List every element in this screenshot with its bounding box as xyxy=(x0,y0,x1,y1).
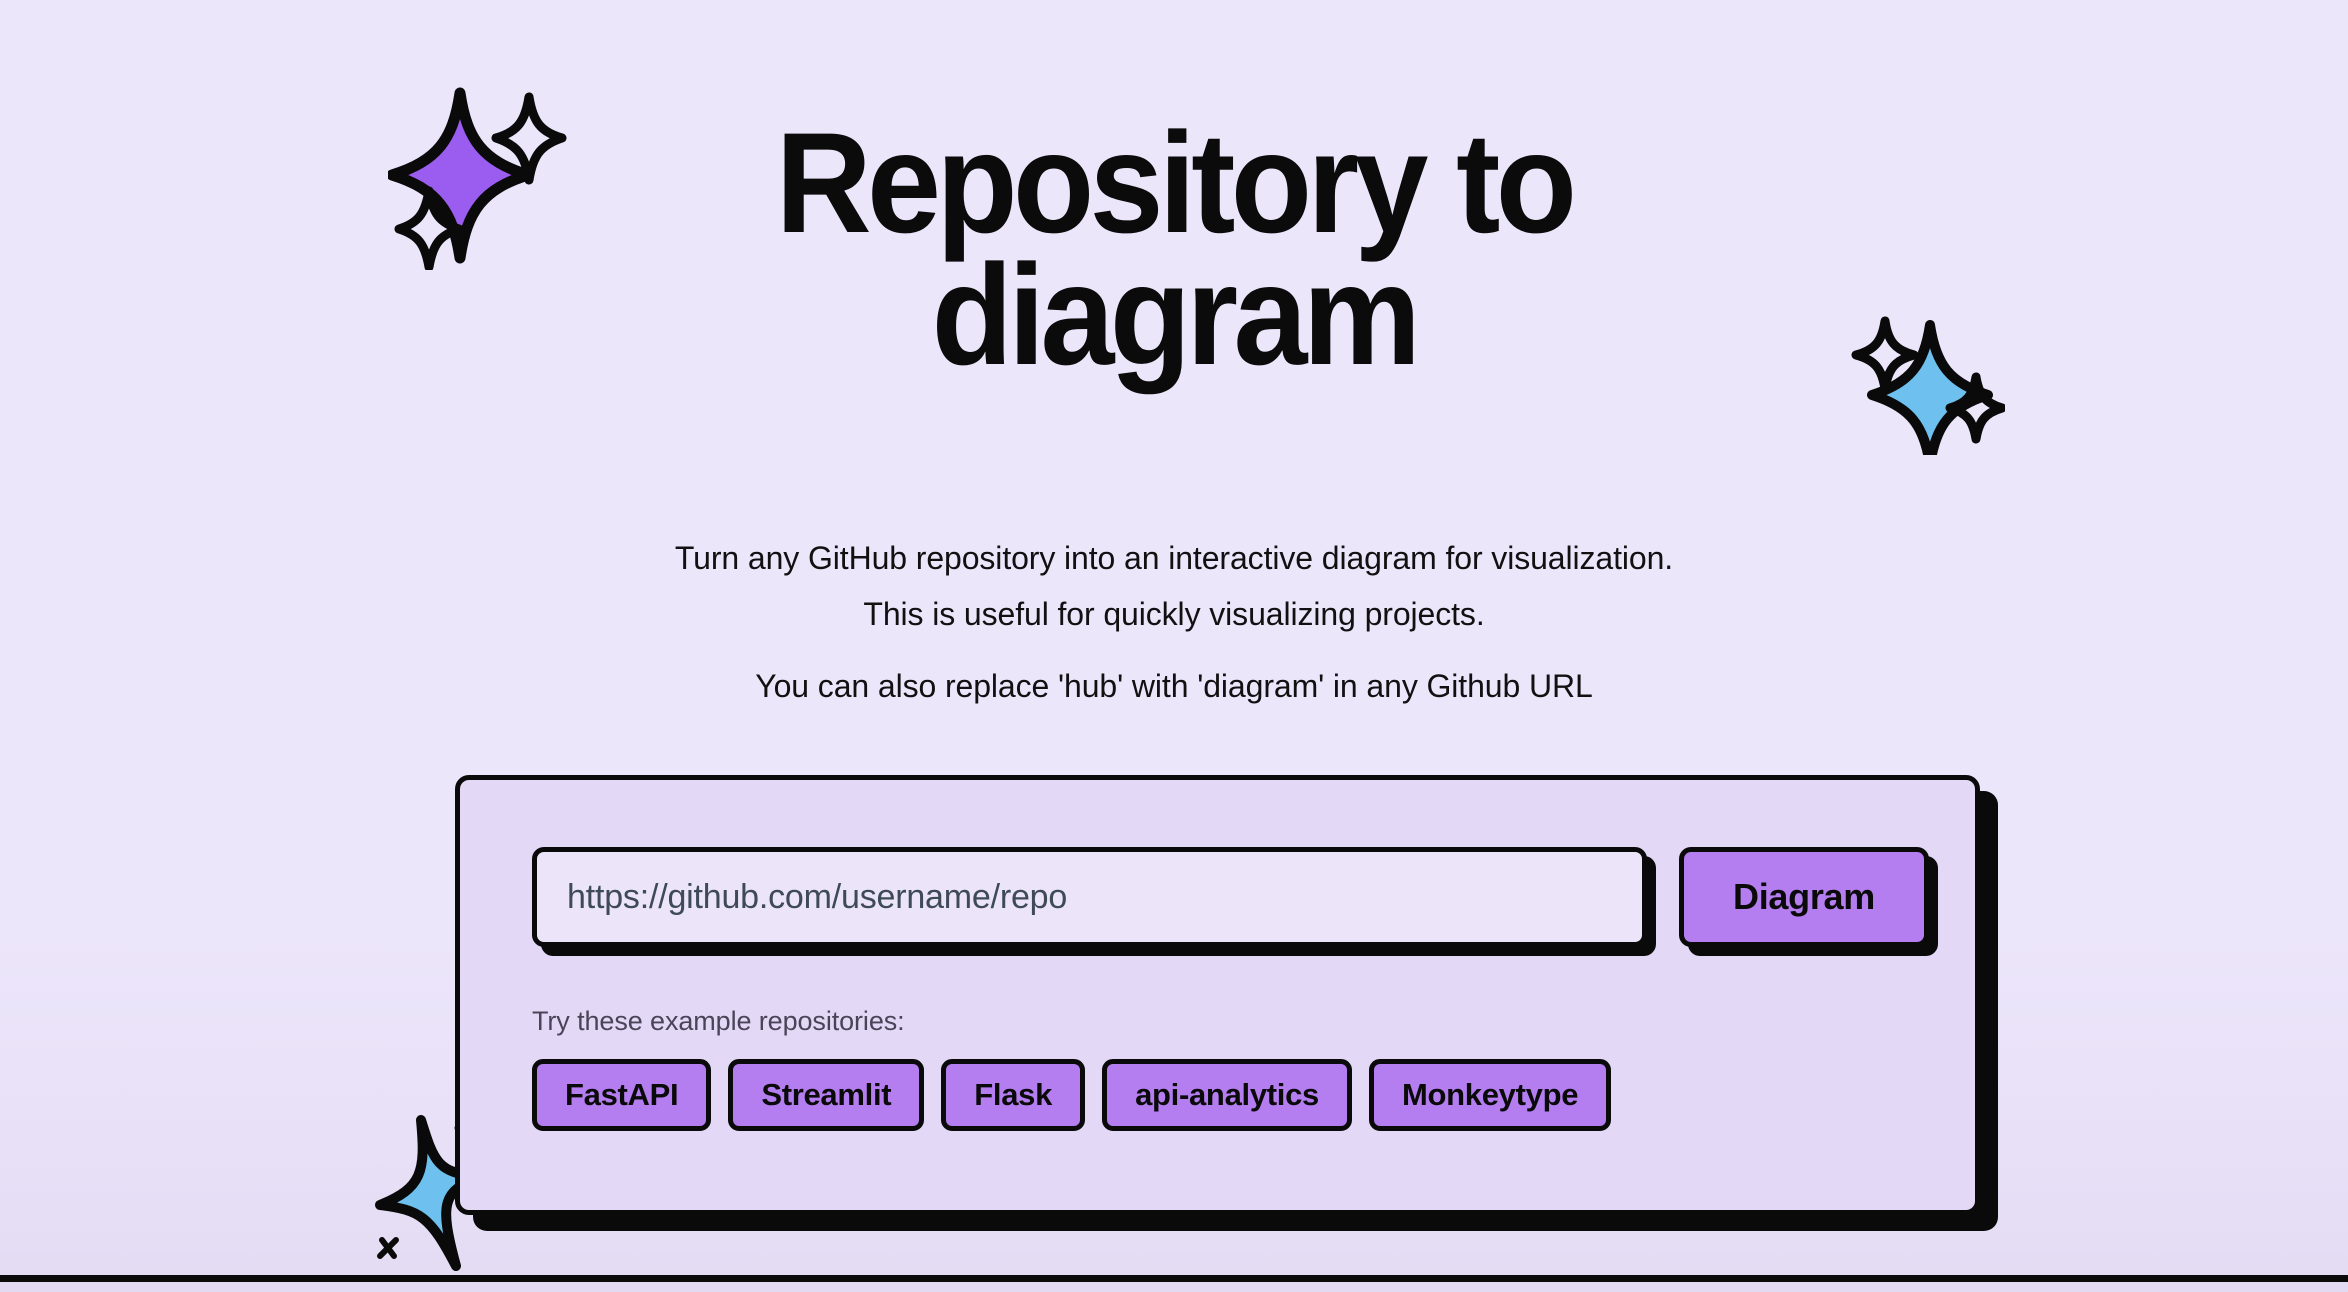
description-spacer xyxy=(0,642,2348,658)
example-repository-chips: FastAPI Streamlit Flask api-analytics Mo… xyxy=(532,1059,1612,1131)
repo-input-row: Diagram xyxy=(532,847,1929,947)
page-bottom-divider xyxy=(0,1275,2348,1282)
sparkle-purple-top-left xyxy=(386,85,573,275)
example-chip-streamlit[interactable]: Streamlit xyxy=(728,1059,925,1131)
example-chip-fastapi[interactable]: FastAPI xyxy=(532,1059,712,1131)
example-chip-api-analytics[interactable]: api-analytics xyxy=(1102,1059,1352,1131)
page-title-line-1: Repository to xyxy=(775,104,1577,263)
repo-url-field-wrapper[interactable] xyxy=(532,847,1647,947)
description-line-1: Turn any GitHub repository into an inter… xyxy=(674,540,1674,576)
description-line-2: This is useful for quickly visualizing p… xyxy=(863,596,1485,632)
repo-url-input[interactable] xyxy=(537,852,1642,942)
page-description: Turn any GitHub repository into an inter… xyxy=(0,530,2348,714)
page-bottom-strip xyxy=(0,1282,2348,1292)
example-chip-monkeytype[interactable]: Monkeytype xyxy=(1368,1059,1612,1131)
examples-label: Try these example repositories: xyxy=(532,1006,905,1036)
page-title: Repository to diagram xyxy=(82,104,2266,395)
page-title-line-2: diagram xyxy=(931,235,1421,395)
repo-input-card: Diagram Try these example repositories: … xyxy=(455,775,1980,1215)
description-line-3: You can also replace 'hub' with 'diagram… xyxy=(755,668,1593,704)
example-chip-flask[interactable]: Flask xyxy=(941,1059,1086,1131)
generate-diagram-button[interactable]: Diagram xyxy=(1679,847,1929,947)
